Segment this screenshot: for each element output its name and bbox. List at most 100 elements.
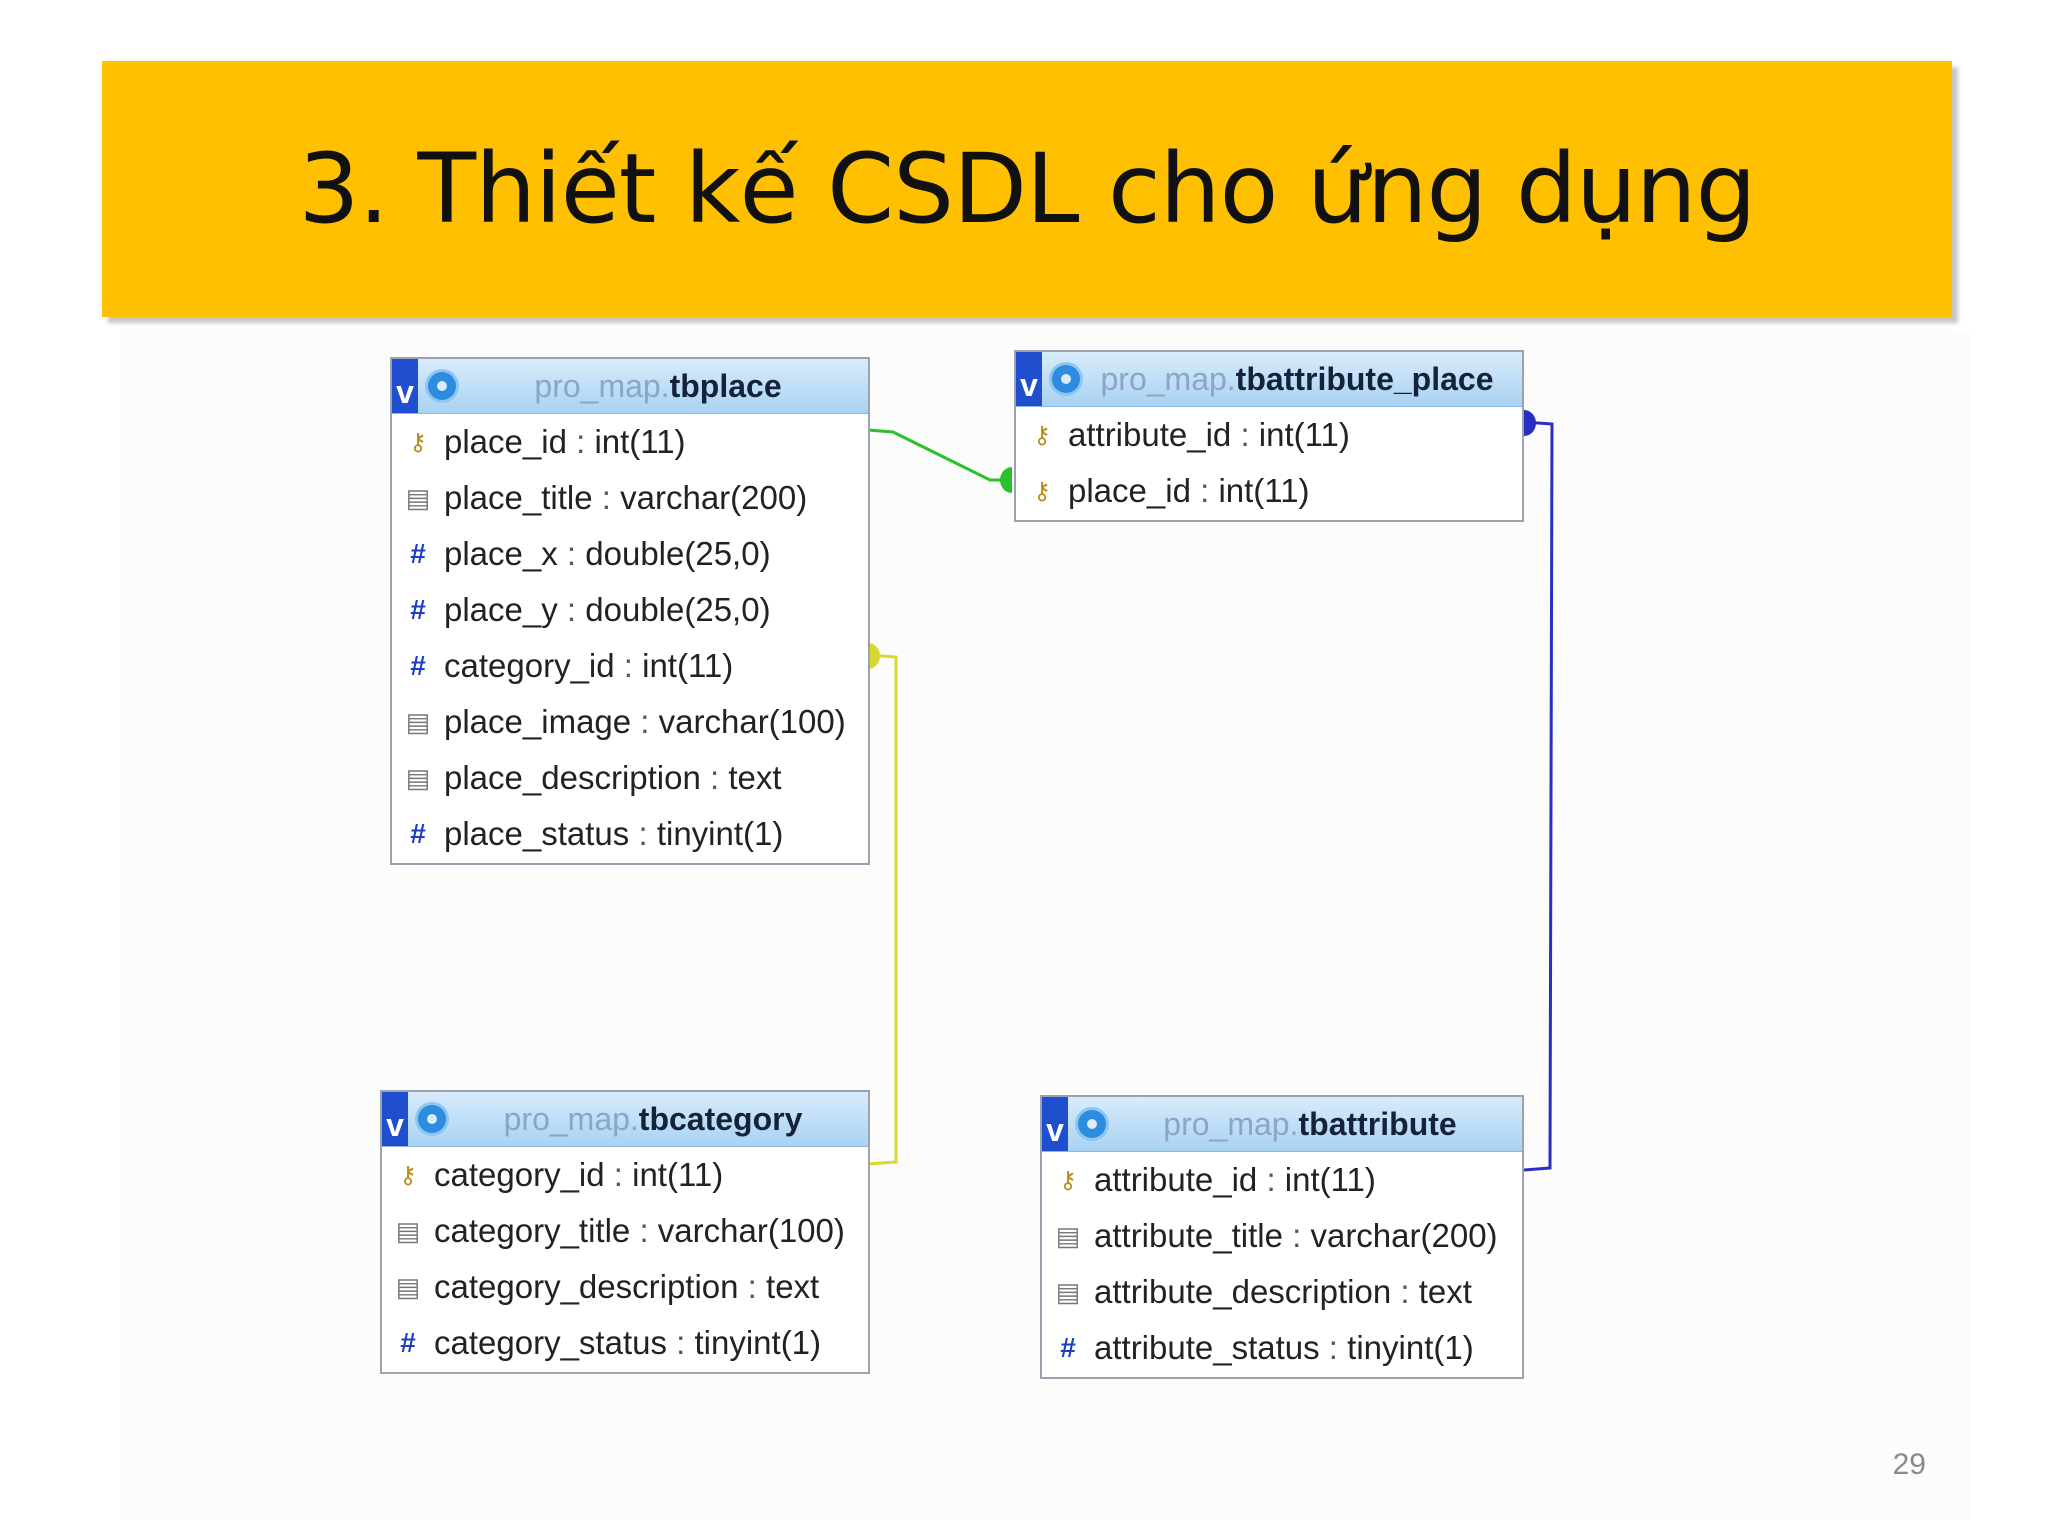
column-separator: :	[1231, 416, 1259, 453]
column-separator: :	[1319, 1329, 1348, 1366]
table-tbattribute[interactable]: v pro_map.tbattribute ⚷attribute_id : in…	[1040, 1095, 1524, 1379]
table-name: tbcategory	[638, 1100, 803, 1137]
column-row[interactable]: ▤place_image : varchar(100)	[392, 694, 868, 750]
column-row[interactable]: #category_status : tinyint(1)	[382, 1315, 868, 1371]
v-toggle-icon[interactable]: v	[392, 359, 418, 413]
column-type: tinyint(1)	[1347, 1329, 1474, 1366]
column-row[interactable]: #place_status : tinyint(1)	[392, 806, 868, 862]
schema-name: pro_map.	[534, 367, 670, 404]
column-list: ⚷attribute_id : int(11)⚷place_id : int(1…	[1016, 407, 1522, 519]
column-type: varchar(100)	[658, 703, 846, 740]
schema-name: pro_map.	[1100, 360, 1236, 397]
page-number: 29	[1892, 1448, 1926, 1481]
v-toggle-icon[interactable]: v	[1016, 352, 1042, 406]
column-row[interactable]: ⚷attribute_id : int(11)	[1042, 1152, 1522, 1208]
column-row[interactable]: ▤ attribute_title : varchar(200)	[1042, 1208, 1522, 1264]
column-row[interactable]: ▤attribute_description : text	[1042, 1264, 1522, 1320]
column-type: int(11)	[632, 1156, 724, 1193]
column-row[interactable]: # category_id : int(11)	[392, 638, 868, 694]
column-row[interactable]: ⚷category_id : int(11)	[382, 1147, 868, 1203]
column-name: attribute_title	[1094, 1217, 1283, 1254]
table-title: pro_map.tbattribute_place	[1080, 361, 1522, 398]
table-tbattribute-place[interactable]: v pro_map.tbattribute_place ⚷attribute_i…	[1014, 350, 1524, 522]
column-name: place_id	[444, 423, 567, 460]
column-name: place_y	[444, 591, 558, 628]
column-separator: :	[566, 423, 595, 460]
column-separator: :	[592, 479, 621, 516]
column-row[interactable]: ▤place_title : varchar(200)	[392, 470, 868, 526]
text-column-icon: ▤	[1055, 1276, 1081, 1307]
text-column-icon: ▤	[405, 762, 431, 793]
column-row[interactable]: ▤category_title : varchar(100)	[382, 1203, 868, 1259]
table-tbplace[interactable]: v pro_map.tbplace ⚷place_id : int(11)▤pl…	[390, 357, 870, 865]
column-name: category_description	[434, 1268, 739, 1305]
column-separator: :	[1391, 1273, 1419, 1310]
table-name: tbattribute	[1298, 1105, 1457, 1142]
relation-place-to-attribute-place	[867, 428, 1012, 493]
column-row[interactable]: ▤place_description : text	[392, 750, 868, 806]
schema-name: pro_map.	[503, 1100, 639, 1137]
column-row[interactable]: #place_x : double(25,0)	[392, 526, 868, 582]
column-type: int(11)	[594, 423, 686, 460]
table-header[interactable]: v pro_map.tbattribute_place	[1016, 352, 1522, 407]
v-toggle-icon[interactable]: v	[382, 1092, 408, 1146]
column-name: place_x	[444, 535, 558, 572]
text-column-icon: ▤	[395, 1215, 421, 1246]
column-name: category_status	[434, 1324, 667, 1361]
key-icon: ⚷	[1059, 1166, 1077, 1194]
table-tbcategory[interactable]: v pro_map.tbcategory ⚷category_id : int(…	[380, 1090, 870, 1374]
column-separator: :	[629, 815, 657, 852]
gear-icon[interactable]	[1078, 1110, 1106, 1138]
numeric-column-icon: #	[400, 1327, 416, 1358]
column-type: tinyint(1)	[656, 815, 784, 852]
column-row[interactable]: ⚷place_id : int(11)	[392, 414, 868, 470]
gear-icon[interactable]	[428, 372, 456, 400]
column-type: int(11)	[642, 647, 734, 684]
gear-icon[interactable]	[418, 1105, 446, 1133]
text-column-icon: ▤	[395, 1271, 421, 1302]
table-header[interactable]: v pro_map.tbcategory	[382, 1092, 868, 1147]
column-type: varchar(200)	[1310, 1217, 1498, 1254]
text-column-icon: ▤	[1055, 1220, 1081, 1251]
column-list: ⚷attribute_id : int(11)▤ attribute_title …	[1042, 1152, 1522, 1376]
numeric-column-icon: #	[410, 594, 426, 625]
key-icon: ⚷	[399, 1161, 417, 1189]
table-title: pro_map.tbcategory	[446, 1101, 868, 1138]
column-separator: :	[604, 1156, 633, 1193]
column-name: place_title	[444, 479, 593, 516]
column-row[interactable]: ▤category_description : text	[382, 1259, 868, 1315]
column-separator: :	[614, 647, 643, 684]
numeric-column-icon: #	[410, 818, 426, 849]
text-column-icon: ▤	[405, 482, 431, 513]
table-title: pro_map.tbattribute	[1106, 1106, 1522, 1143]
schema-name: pro_map.	[1163, 1105, 1299, 1142]
column-separator: :	[1282, 1217, 1311, 1254]
table-header[interactable]: v pro_map.tbplace	[392, 359, 868, 414]
column-type: int(11)	[1284, 1161, 1376, 1198]
relation-attribute-to-attribute-place	[1523, 410, 1554, 1172]
numeric-column-icon: #	[1060, 1332, 1076, 1363]
title-band: 3. Thiết kế CSDL cho ứng dụng	[102, 61, 1952, 317]
column-row[interactable]: #place_y : double(25,0)	[392, 582, 868, 638]
table-header[interactable]: v pro_map.tbattribute	[1042, 1097, 1522, 1152]
numeric-column-icon: #	[410, 538, 426, 569]
column-row[interactable]: #attribute_status : tinyint(1)	[1042, 1320, 1522, 1376]
column-type: int(11)	[1218, 472, 1310, 509]
column-row[interactable]: ⚷attribute_id : int(11)	[1016, 407, 1522, 463]
column-list: ⚷category_id : int(11)▤category_title : …	[382, 1147, 868, 1371]
column-separator: :	[557, 535, 586, 572]
column-name: attribute_description	[1094, 1273, 1392, 1310]
column-row[interactable]: ⚷place_id : int(11)	[1016, 463, 1522, 519]
relation-category-to-place	[867, 643, 898, 1166]
table-name: tbattribute_place	[1235, 360, 1494, 397]
key-icon: ⚷	[1033, 421, 1051, 449]
gear-icon[interactable]	[1052, 365, 1080, 393]
column-name: place_id	[1068, 472, 1191, 509]
column-name: category_id	[444, 647, 615, 684]
numeric-column-icon: #	[410, 650, 426, 681]
column-type: varchar(100)	[657, 1212, 845, 1249]
column-separator: :	[1257, 1161, 1285, 1198]
table-name: tbplace	[669, 367, 782, 404]
v-toggle-icon[interactable]: v	[1042, 1097, 1068, 1151]
